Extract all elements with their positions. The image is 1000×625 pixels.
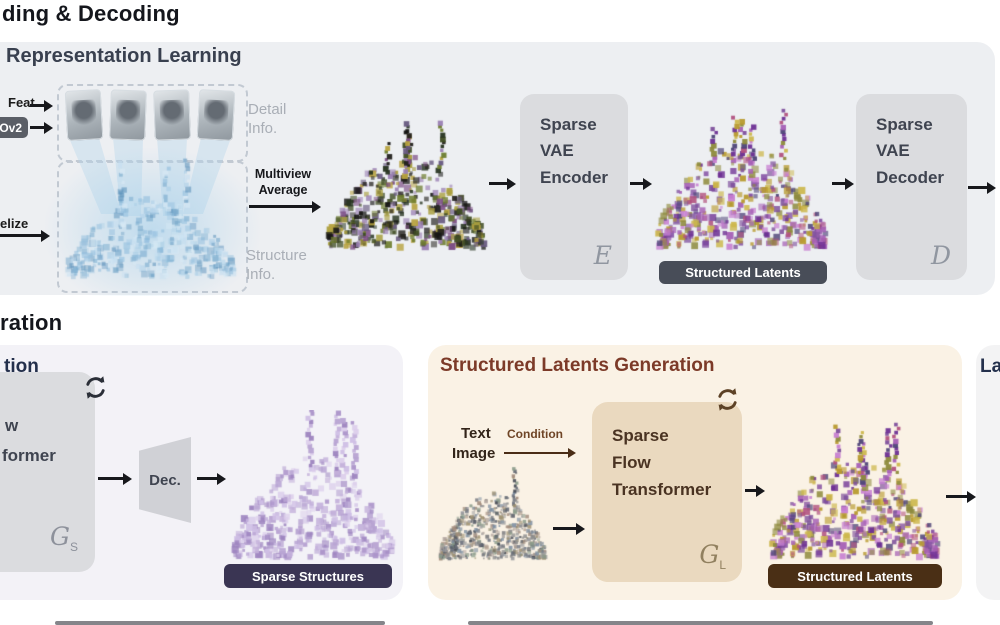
generator-s-symbol: GS: [50, 522, 78, 554]
voxelized-asset-canvas: [324, 110, 489, 258]
arrow-encoder-to-latents: [630, 182, 644, 185]
panel-title-right-fragment: La: [980, 356, 1000, 377]
encoder-symbol: E: [593, 241, 612, 270]
structure-info-label: Structure Info.: [246, 247, 307, 285]
arrow-transformer-to-latents: [745, 489, 757, 492]
arrow-to-dec: [98, 477, 124, 480]
panel-title-sparse-structure: tion: [4, 356, 39, 377]
noisy-latents-canvas: [437, 462, 549, 566]
arrow-condition: [504, 452, 568, 454]
section-title-generation: ration: [0, 310, 63, 335]
cycle-icon: [718, 388, 737, 411]
transformer-fragment: former: [2, 446, 56, 465]
encoder-line: VAE: [540, 141, 574, 161]
feature-map-thumbnail: [196, 89, 236, 141]
sparse-vae-encoder-box: Sparse VAE Encoder E: [520, 94, 628, 280]
generator-l-symbol: GL: [699, 540, 726, 572]
section-title-encoding-decoding: ding & Decoding: [2, 1, 180, 26]
transformer-fragment: w: [5, 416, 19, 435]
cut-element-strip: [55, 621, 385, 625]
dinov2-badge-label: Ov2: [0, 120, 22, 135]
text-condition-label: Text: [461, 425, 491, 442]
sparse-structures-badge: Sparse Structures: [224, 564, 392, 588]
flow-transformer-line: Flow: [612, 453, 651, 473]
feature-map-thumbnail: [109, 89, 147, 141]
dinov2-badge: Ov2: [0, 117, 28, 138]
generated-latents-canvas: [764, 410, 944, 568]
structure-info-line: Structure: [246, 247, 307, 264]
arrow-latents-to-decoder: [832, 182, 846, 185]
decoder-line: Sparse: [876, 115, 933, 134]
feature-map-thumbnail: [153, 89, 191, 141]
feature-map-thumbnail: [64, 89, 104, 141]
multiview-average-line: Average: [258, 183, 308, 198]
arrow-dino-to-views: [30, 126, 45, 129]
sparse-flow-transformer-box: Sparse Flow Transformer GL: [592, 402, 742, 582]
voxelized-blue-asset-canvas: [62, 156, 240, 286]
condition-label: Condition: [507, 427, 563, 441]
detail-info-line: Info.: [248, 119, 278, 137]
latent-decoding-panel-cut: [976, 345, 1000, 600]
arrow-exit-to-right-panel: [946, 495, 968, 498]
multiview-average-label: Multiview Average: [249, 166, 317, 199]
structured-latents-badge: Structured Latents: [659, 261, 827, 284]
image-condition-label: Image: [452, 445, 496, 462]
decoder-line: Decoder: [876, 167, 945, 187]
structured-latents-canvas: [650, 93, 832, 259]
arrow-to-encoder: [489, 182, 508, 185]
multiview-average-line: Multiview: [254, 167, 312, 181]
arrow-voxelize: [0, 234, 42, 237]
encoder-line: Sparse: [540, 115, 597, 134]
arrow-dec-to-structure: [197, 477, 218, 480]
sparse-vae-decoder-box: Sparse VAE Decoder D: [856, 94, 967, 280]
panel-title-structured-latents: Structured Latents Generation: [440, 355, 715, 376]
panel-title-representation-learning: Representation Learning: [6, 45, 242, 67]
flow-transformer-line: Sparse: [612, 426, 669, 445]
dec-label: Dec.: [149, 471, 181, 489]
sparse-structure-canvas: [228, 410, 398, 568]
detail-info-line: Detail: [248, 101, 287, 118]
encoder-line: Encoder: [540, 167, 609, 187]
structure-info-line: Info.: [246, 265, 276, 283]
voxelize-label: elize: [0, 216, 29, 231]
decoder-trapezoid: Dec.: [139, 437, 191, 523]
decoder-symbol: D: [930, 241, 951, 270]
arrow-exit-right: [968, 186, 988, 189]
sparse-flow-transformer-box-cut: w former GS: [0, 372, 95, 572]
arrow-noise-to-transformer: [553, 527, 577, 530]
flow-transformer-line: Transformer: [612, 480, 712, 500]
detail-info-label: Detail Info.: [248, 101, 286, 139]
cycle-icon: [86, 376, 105, 399]
cut-element-strip: [468, 621, 933, 625]
feat-label: Feat.: [8, 95, 39, 110]
arrow-multiview-average: [249, 205, 313, 208]
decoder-line: VAE: [876, 141, 910, 161]
structured-latents-badge-2: Structured Latents: [768, 564, 942, 588]
arrow-feat-to-views: [30, 104, 45, 107]
